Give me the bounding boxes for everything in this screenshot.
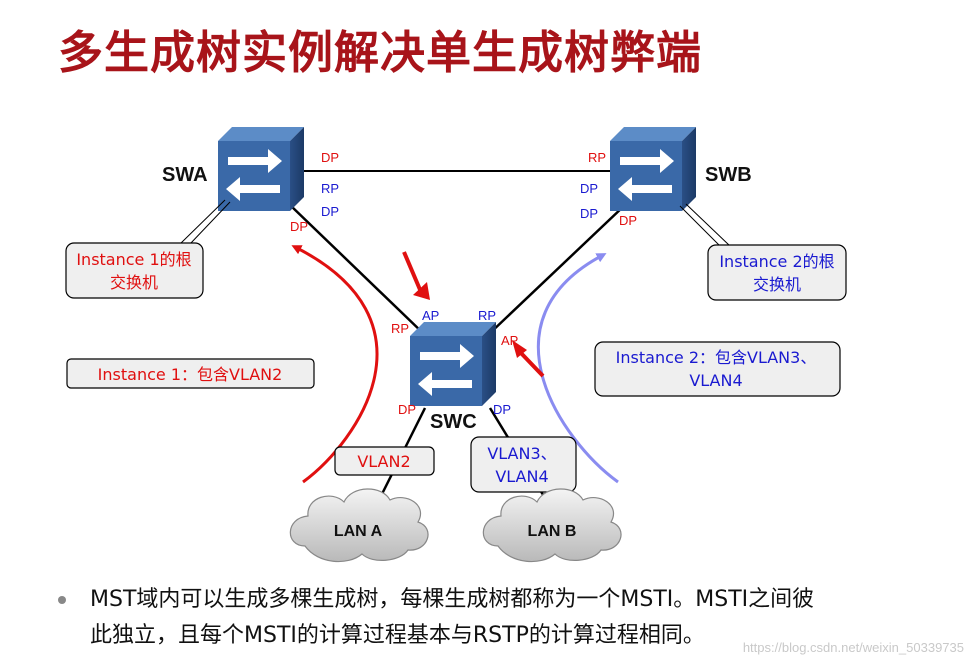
port-swb-rp-top: RP [588, 150, 606, 165]
instance1-path-arrow [291, 245, 379, 484]
switch-swb-icon [610, 127, 696, 211]
port-swc-ap-blue: AP [422, 308, 439, 323]
port-swc-dp-right: DP [493, 402, 511, 417]
port-swc-rp-blue: RP [478, 308, 496, 323]
vlan34-line1: VLAN3、 [487, 444, 556, 463]
ap-arrow-top [402, 251, 430, 300]
port-mid-dp-b2: DP [580, 206, 598, 221]
port-swb-dp-bottom: DP [619, 213, 637, 228]
callout-instance2-root: Instance 2的根 交换机 [707, 244, 847, 301]
bullet-line-2: 此独立，且每个MSTI的计算过程基本与RSTP的计算过程相同。 [90, 623, 705, 648]
link-swb-swc [487, 204, 626, 336]
watermark: https://blog.csdn.net/weixin_50339735 [742, 640, 964, 655]
callout-vlan34: VLAN3、 VLAN4 [470, 436, 577, 493]
port-swc-dp-left: DP [398, 402, 416, 417]
lan-b-cloud-icon: LAN B [482, 488, 622, 563]
vlan2-text: VLAN2 [357, 452, 410, 471]
lan-a-label: LAN A [334, 523, 383, 540]
port-swa-dp-bottom: DP [290, 219, 308, 234]
port-swa-dp-top: DP [321, 150, 339, 165]
instance2-root-line1: Instance 2的根 [719, 252, 834, 271]
switch-swa-icon [218, 127, 304, 211]
port-mid-dp-b1: DP [580, 181, 598, 196]
ap-arrow-right [512, 340, 545, 378]
bullet-text: MST域内可以生成多棵生成树，每棵生成树都称为一个MSTI。MSTI之间彼 此独… [90, 582, 950, 654]
instance1-vlan-text: Instance 1：包含VLAN2 [98, 365, 283, 384]
instance1-root-line2: 交换机 [110, 273, 158, 292]
port-mid-rp-a: RP [321, 181, 339, 196]
lan-a-cloud-icon: LAN A [289, 488, 429, 563]
instance2-path-arrow [536, 253, 619, 484]
vlan34-line2: VLAN4 [495, 467, 548, 486]
lan-b-label: LAN B [528, 523, 577, 540]
bullet-line-1: MST域内可以生成多棵生成树，每棵生成树都称为一个MSTI。MSTI之间彼 [90, 587, 815, 612]
swb-label: SWB [705, 164, 752, 186]
network-diagram: SWA SWB SWC DP RP DP DP RP DP DP DP AP R… [65, 127, 847, 563]
callout-vlan2: VLAN2 [334, 446, 435, 476]
port-swc-rp-red: RP [391, 321, 409, 336]
callout-instance1-root: Instance 1的根 交换机 [65, 242, 204, 299]
instance1-root-line1: Instance 1的根 [76, 250, 191, 269]
callout-instance1-vlan: Instance 1：包含VLAN2 [66, 358, 315, 389]
link-swa-swc [289, 204, 426, 336]
swc-label: SWC [430, 411, 477, 433]
callout-instance2-vlan: Instance 2：包含VLAN3、 VLAN4 [594, 341, 841, 397]
instance2-vlan-line2: VLAN4 [689, 371, 742, 390]
slide-title: 多生成树实例解决单生成树弊端 [58, 26, 703, 79]
instance2-vlan-line1: Instance 2：包含VLAN3、 [616, 348, 817, 367]
swa-label: SWA [162, 164, 208, 186]
instance2-root-line2: 交换机 [753, 275, 801, 294]
switch-swc-icon [410, 322, 496, 406]
bullet-dot [58, 596, 66, 604]
port-mid-dp-a: DP [321, 204, 339, 219]
